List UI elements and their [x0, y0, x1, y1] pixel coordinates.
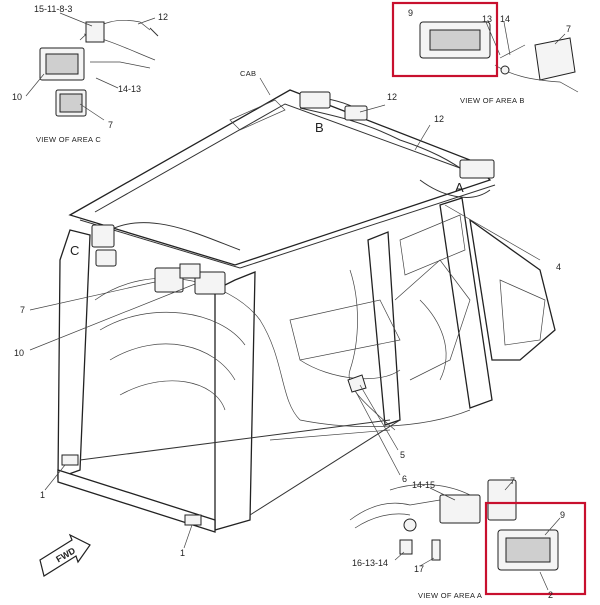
label-14-15: 14-15 [412, 480, 435, 490]
label-10-left: 10 [12, 92, 22, 102]
inset-area-a [349, 479, 561, 591]
inset-area-b [419, 21, 579, 93]
caption-view-area-a: VIEW OF AREA A [418, 591, 482, 600]
label-12-mid: 12 [387, 92, 397, 102]
label-1-left: 1 [40, 490, 45, 500]
label-9-top: 9 [408, 8, 413, 18]
label-16-13-14: 16-13-14 [352, 558, 388, 568]
label-7-bottom: 7 [510, 476, 515, 486]
label-14-13-left: 14-13 [118, 84, 141, 94]
label-7-mid: 7 [20, 305, 25, 315]
front-light-10 [194, 271, 226, 295]
label-12-right: 12 [434, 114, 444, 124]
label-2: 2 [548, 590, 553, 600]
forward-arrow-icon [39, 533, 91, 577]
highlight-area-b [391, 1, 499, 78]
label-area-a: A [455, 180, 464, 195]
highlight-area-a [484, 501, 587, 596]
label-13-top: 13 [482, 14, 492, 24]
label-5: 5 [400, 450, 405, 460]
label-12-topleft: 12 [158, 12, 168, 22]
front-light-c [91, 224, 115, 248]
label-14-top: 14 [500, 14, 510, 24]
inset-area-c [25, 12, 159, 121]
cab-frame [29, 77, 556, 549]
light-area-a [459, 159, 495, 179]
label-10-mid: 10 [14, 348, 24, 358]
label-area-b: B [315, 120, 324, 135]
label-7-top: 7 [566, 24, 571, 34]
label-1-bottom: 1 [180, 548, 185, 558]
connector-c [85, 21, 105, 43]
light-area-b [299, 91, 331, 109]
label-17: 17 [414, 564, 424, 574]
label-15-11-8-3: 15-11-8-3 [34, 4, 72, 14]
label-9-bottom: 9 [560, 510, 565, 520]
label-cab: CAB [240, 69, 256, 78]
label-area-c: C [70, 243, 79, 258]
caption-view-area-c: VIEW OF AREA C [36, 135, 101, 144]
label-4: 4 [556, 262, 561, 272]
light-7-b [534, 37, 576, 81]
label-6: 6 [402, 474, 407, 484]
light-7-a [487, 479, 517, 521]
label-7-left: 7 [108, 120, 113, 130]
front-light-7 [154, 267, 184, 293]
caption-view-area-b: VIEW OF AREA B [460, 96, 525, 105]
